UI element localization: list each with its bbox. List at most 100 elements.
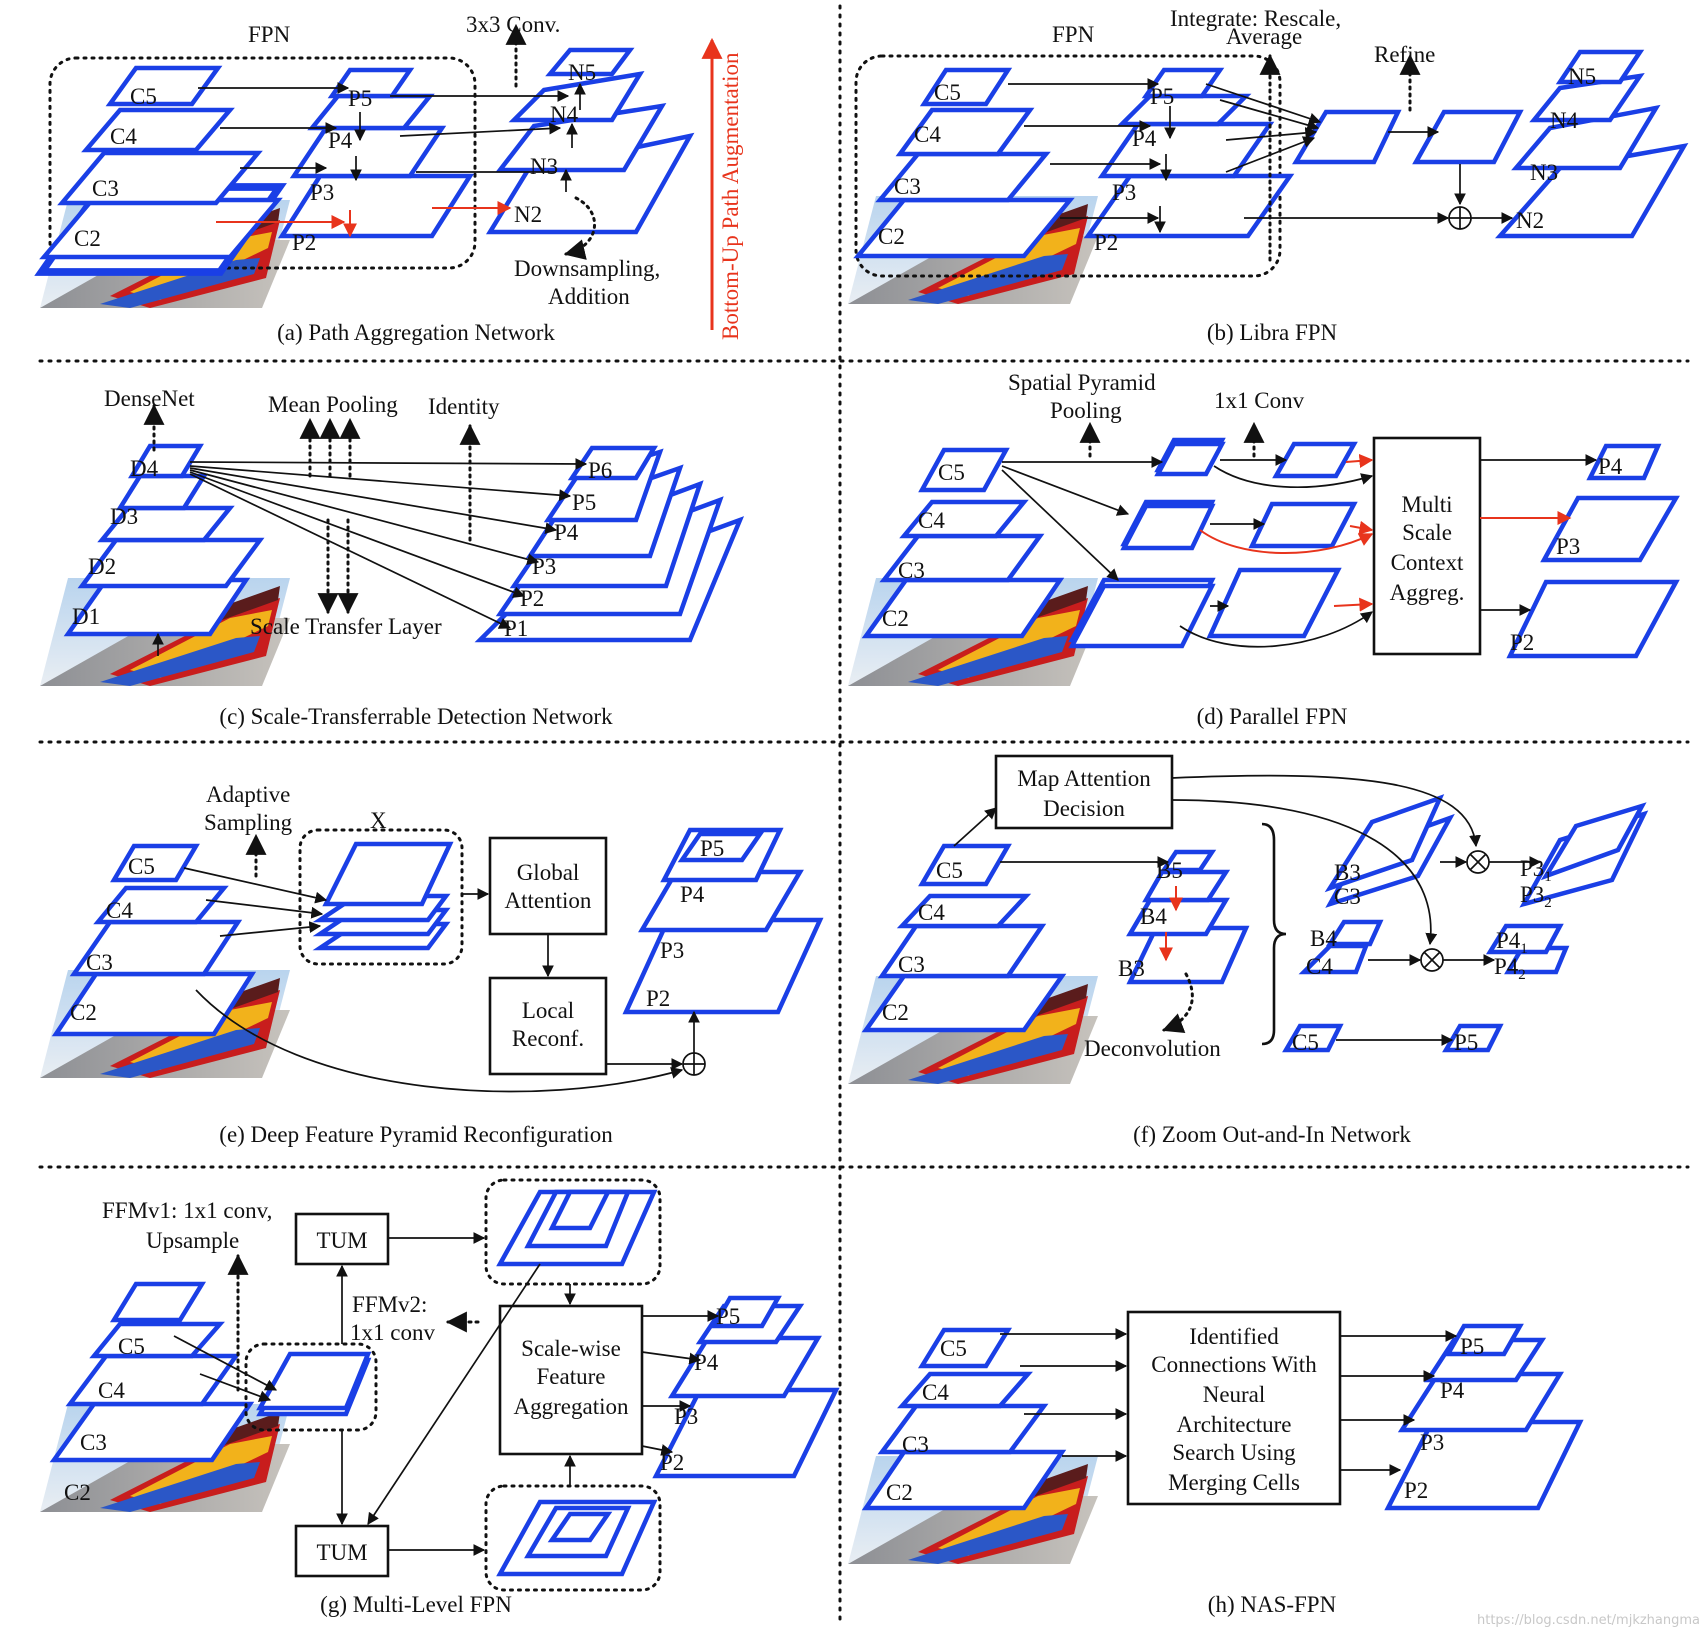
n2-label: N2 (514, 202, 542, 227)
p5-label: P5 (348, 86, 372, 111)
c-maps (861, 447, 1065, 639)
p2-label: P2 (660, 1450, 684, 1475)
x-label: X (370, 808, 387, 833)
panel-c-scale-transferrable-detection-network: DenseNet Mean Pooling Identity Scale Tra… (40, 386, 745, 729)
c-maps (861, 843, 1067, 1033)
block-line-2: Scale (1402, 520, 1452, 545)
refined-map (1412, 109, 1524, 165)
addition-label: Addition (548, 284, 630, 309)
conv1x1-label: 1x1 Conv (1214, 388, 1305, 413)
p4-2-base: P4 (1494, 954, 1519, 979)
n-maps (1495, 49, 1689, 239)
c4-label: C4 (110, 124, 137, 149)
p-maps (622, 827, 824, 1015)
panel-d-parallel-fpn: Spatial Pyramid Pooling 1x1 Conv C5 C4 C… (848, 370, 1680, 729)
block-line-1: Multi (1401, 492, 1452, 517)
p3-label: P3 (1420, 1430, 1444, 1455)
global-line: Global (517, 860, 580, 885)
global-attention-block (488, 836, 608, 936)
scale-wise-feature-aggregation-block (498, 1304, 644, 1456)
p4-label: P4 (1440, 1378, 1465, 1403)
c2-label: C2 (70, 1000, 97, 1025)
p4-label: P4 (328, 128, 353, 153)
p-maps (277, 67, 475, 239)
ffmv1-line-1: FFMv1: 1x1 conv, (102, 1198, 272, 1223)
c4-label: C4 (106, 898, 133, 923)
p3-label: P3 (310, 180, 334, 205)
c4-label: C4 (922, 1380, 949, 1405)
ffmv2-line-1: FFMv2: (352, 1292, 427, 1317)
c4-label: C4 (918, 508, 945, 533)
p3-label: P3 (532, 554, 556, 579)
attention-line: Attention (505, 888, 592, 913)
average-label: Average (1226, 24, 1302, 49)
c3-label: C3 (894, 174, 921, 199)
refine-label: Refine (1374, 42, 1435, 67)
c5-label: C5 (934, 80, 961, 105)
c5-pair-label: C5 (1292, 1030, 1319, 1055)
x-group-outline (298, 828, 464, 966)
p3-1-label: P31 (1520, 856, 1552, 885)
c3-label: C3 (92, 176, 119, 201)
caption-a: (a) Path Aggregation Network (277, 320, 555, 345)
caption-d: (d) Parallel FPN (1197, 704, 1348, 729)
tum-top-stack (496, 1189, 658, 1267)
p4-label: P4 (694, 1350, 719, 1375)
c5-label: C5 (118, 1334, 145, 1359)
d1-label: D1 (72, 604, 100, 629)
sampling-label: Sampling (204, 810, 293, 835)
panel-separators (38, 4, 1690, 1628)
local-line: Local (522, 998, 574, 1023)
c5-label: C5 (936, 858, 963, 883)
p2-label: P2 (1510, 630, 1534, 655)
p4-2-label: P42 (1494, 954, 1526, 983)
c5-label: C5 (938, 460, 965, 485)
adaptive-label: Adaptive (206, 782, 290, 807)
paired-maps (1282, 794, 1455, 1053)
c-maps (861, 1327, 1067, 1511)
bottom-up-path-label: Bottom-Up Path Augmentation (718, 52, 743, 340)
p6-label: P6 (588, 458, 612, 483)
p3-2-base: P3 (1520, 882, 1544, 907)
nas-line-5: Search Using (1172, 1440, 1296, 1465)
nas-line-2: Connections With (1151, 1352, 1317, 1377)
c5-label: C5 (940, 1336, 967, 1361)
downsampling-label: Downsampling, (514, 256, 660, 281)
p-maps (1083, 67, 1295, 239)
n3-label: N3 (1530, 160, 1558, 185)
p-maps (1442, 802, 1649, 1053)
panel-b-arrows (1008, 53, 1514, 262)
watermark: https://blog.csdn.net/mjkzhangma (1477, 1613, 1700, 1628)
p5-label: P5 (1150, 84, 1174, 109)
p-maps (1384, 1323, 1584, 1511)
p4-1-label: P41 (1496, 928, 1528, 957)
feature-line: Feature (537, 1364, 606, 1389)
d3-label: D3 (110, 504, 138, 529)
c4-label: C4 (918, 900, 945, 925)
p4-label: P4 (1598, 454, 1623, 479)
map-attention-line: Map Attention (1017, 766, 1151, 791)
n5-label: N5 (1568, 64, 1596, 89)
tum-bottom-label: TUM (316, 1540, 367, 1565)
c2-label: C2 (882, 1000, 909, 1025)
p3-label: P3 (1112, 180, 1136, 205)
tum-block-bottom (294, 1524, 390, 1578)
tum-top-label: TUM (316, 1228, 367, 1253)
panel-e-arrows (183, 833, 706, 1093)
panel-a-arrows (198, 23, 723, 330)
pooling-label: Pooling (1050, 398, 1122, 423)
nas-line-6: Merging Cells (1168, 1470, 1300, 1495)
x-stack (312, 841, 454, 951)
p4-1-base: P4 (1496, 928, 1521, 953)
c2-label: C2 (878, 224, 905, 249)
p1-label: P1 (504, 616, 528, 641)
n5-label: N5 (568, 60, 596, 85)
panel-g-multi-level-fpn: FFMv1: 1x1 conv, Upsample TUM TUM FFMv2:… (40, 1178, 840, 1617)
c2-label: C2 (886, 1480, 913, 1505)
map-attention-decision-block (994, 754, 1174, 830)
p5-label: P5 (1454, 1030, 1478, 1055)
fpn-label: FPN (1052, 22, 1095, 47)
c4-label: C4 (914, 122, 941, 147)
